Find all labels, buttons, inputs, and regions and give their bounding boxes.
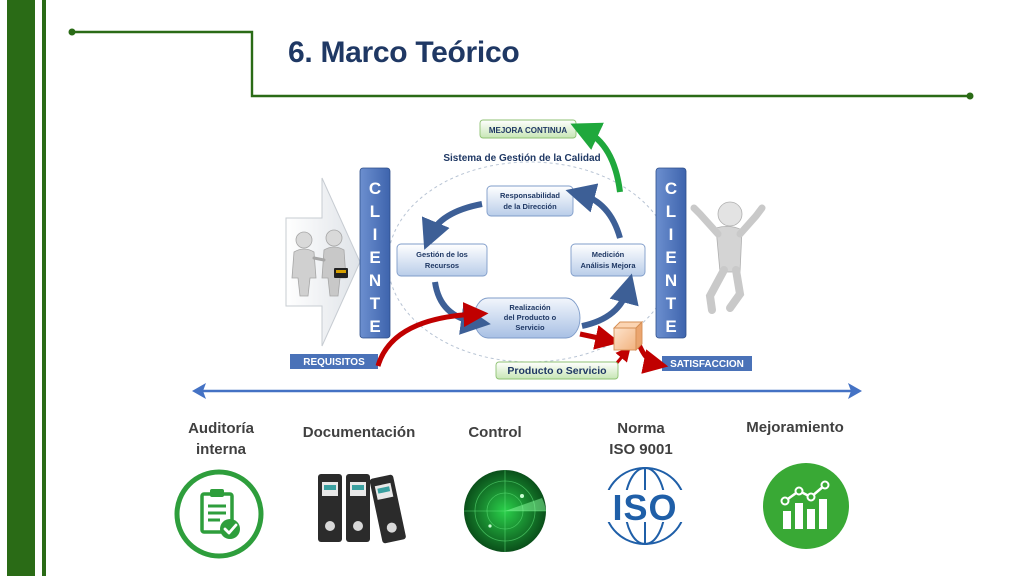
left-client-letter: C	[369, 179, 381, 198]
clipboard-check-icon	[174, 469, 264, 559]
medicion-line-2: Análisis Mejora	[580, 261, 636, 270]
realizacion-line-3: Servicio	[515, 323, 545, 332]
responsabilidad-line-2: de la Dirección	[503, 202, 557, 211]
right-client-bar	[655, 167, 687, 339]
double-headed-arrow	[192, 383, 862, 399]
right-client-letter: E	[665, 317, 676, 336]
diagram-canvas: MEJORA CONTINUA Sistema de Gestión de la…	[285, 119, 766, 380]
handshake-icon	[291, 229, 348, 297]
left-client-letter: I	[373, 225, 378, 244]
left-client-letter: L	[370, 202, 380, 221]
requisitos-bar	[290, 354, 378, 369]
left-accent-thin-bar	[42, 0, 46, 576]
right-client-letter: L	[666, 202, 676, 221]
category-control: Control	[468, 424, 522, 441]
left-accent-bar	[7, 0, 35, 576]
jumping-person-icon	[690, 201, 766, 314]
arrow-up-to-product	[614, 346, 631, 365]
medicion-line-1: Medición	[592, 250, 625, 259]
right-client-letter: T	[666, 294, 677, 313]
right-client-letter: I	[669, 225, 674, 244]
realizacion-line-2: del Producto o	[504, 313, 557, 322]
producto-box	[495, 361, 619, 380]
norma-line-2: ISO 9001	[609, 441, 673, 458]
right-client-letter: E	[665, 248, 676, 267]
mejora-continua-label: MEJORA CONTINUA	[489, 126, 568, 135]
auditoria-line-1: Auditoría	[188, 420, 254, 437]
category-auditoria: Auditoría interna	[174, 418, 268, 460]
left-client-letter: E	[369, 317, 380, 336]
binders-icon	[318, 474, 406, 544]
producto-label: Producto o Servicio	[507, 365, 606, 377]
norma-line-1: Norma	[617, 420, 665, 437]
responsabilidad-line-1: Responsabilidad	[500, 191, 560, 200]
growth-chart-icon	[763, 463, 849, 549]
gestion-line-2: Recursos	[425, 261, 459, 270]
iso-globe-logo: ISO	[598, 467, 692, 545]
right-client-letter: N	[665, 271, 677, 290]
left-client-letter: E	[369, 248, 380, 267]
quality-system-diagram: MEJORA CONTINUA Sistema de Gestión de la…	[280, 112, 780, 384]
gestion-box	[396, 243, 488, 277]
radar-icon	[464, 470, 546, 552]
satisfaccion-label: SATISFACCION	[670, 359, 744, 370]
left-client-letter: T	[370, 294, 381, 313]
iso-logo-text: ISO	[612, 487, 677, 528]
left-client-bar	[359, 167, 391, 339]
requisitos-label: REQUISITOS	[303, 357, 365, 368]
arrow-realizacion-to-medicion	[581, 273, 639, 329]
medicion-box	[570, 243, 646, 277]
arrow-requisitos-to-realizacion	[375, 302, 489, 367]
realizacion-line-1: Realización	[509, 303, 551, 312]
product-package-icon	[612, 320, 644, 352]
satisfaccion-bar	[662, 356, 752, 371]
right-client-letter: C	[665, 179, 677, 198]
category-mejoramiento: Mejoramiento	[746, 419, 844, 436]
system-label: Sistema de Gestión de la Calidad	[443, 153, 600, 164]
arrow-medicion-to-responsabilidad	[565, 183, 623, 239]
title-frame-lines	[68, 28, 974, 100]
auditoria-line-2: interna	[195, 441, 246, 458]
gestion-line-1: Gestión de los	[416, 250, 468, 259]
category-norma: Norma ISO 9001	[596, 418, 686, 460]
page-title: 6. Marco Teórico	[288, 36, 520, 69]
arrow-responsabilidad-to-gestion	[421, 201, 483, 250]
category-documentacion: Documentación	[302, 424, 416, 441]
left-client-letter: N	[369, 271, 381, 290]
arrow-realizacion-to-product	[579, 325, 621, 350]
arrow-to-mejora-continua	[570, 122, 623, 193]
